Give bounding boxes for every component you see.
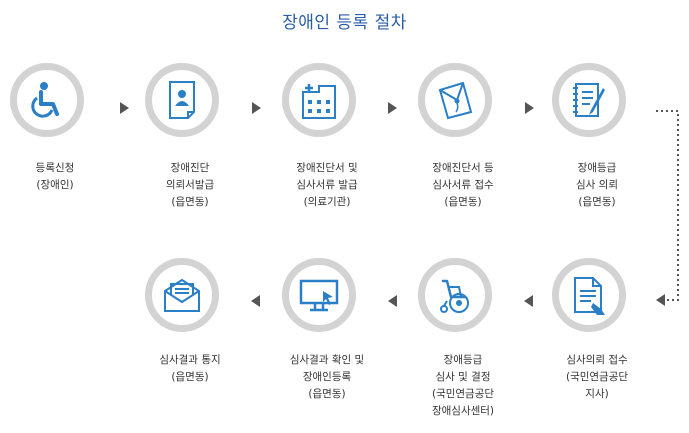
- arrow-2: [252, 102, 261, 114]
- step-6-circle: [552, 258, 626, 332]
- wheelchair-person-icon: [31, 82, 59, 118]
- step-9-circle: [145, 258, 219, 332]
- document-hand-icon: [574, 277, 605, 315]
- step-6-label: 심사의뢰 접수 (국민연금공단 지사): [565, 354, 629, 400]
- step-1-label: 등록신청 (장애인): [35, 162, 75, 191]
- arrow-6: [524, 295, 533, 307]
- page-title: 장애인 등록 절차: [282, 13, 407, 33]
- arrow-7: [388, 295, 397, 307]
- medical-certificate-icon: [169, 81, 195, 119]
- wheelchair-icon: [440, 279, 469, 313]
- step-4-circle: [418, 63, 492, 137]
- step-7-label: 장애등급 심사 및 결정 (국민연금공단 장애심사센터): [431, 354, 495, 417]
- envelope-document-icon: [438, 81, 473, 120]
- step-2-circle: [145, 63, 219, 137]
- arrow-4: [525, 102, 534, 114]
- mail-open-icon: [164, 278, 200, 312]
- step-8-circle: [282, 258, 356, 332]
- step-3-circle: [282, 63, 356, 137]
- hospital-icon: [302, 84, 336, 119]
- notebook-pen-icon: [573, 83, 605, 117]
- step-2-label: 장애진단 의뢰서발급 (읍면동): [165, 162, 215, 208]
- step-9-label: 심사결과 통지 (읍면동): [159, 354, 221, 383]
- monitor-cursor-icon: [299, 279, 339, 312]
- arrow-5: [656, 294, 665, 306]
- step-8-label: 심사결과 확인 및 장애인등록 (읍면동): [289, 354, 365, 400]
- step-1-circle: [10, 63, 84, 137]
- arrow-8: [251, 295, 260, 307]
- step-7-circle: [418, 258, 492, 332]
- arrow-3: [388, 102, 397, 114]
- step-3-label: 장애진단서 및 심사서류 발급 (의료기관): [296, 162, 358, 208]
- step-4-label: 장애진단서 등 심사서류 접수 (읍면동): [432, 162, 494, 208]
- step-5-label: 장애등급 심사 의뢰 (읍면동): [576, 162, 618, 208]
- arrow-1: [120, 102, 129, 114]
- step-5-circle: [552, 63, 626, 137]
- dotted-connector: [656, 110, 679, 301]
